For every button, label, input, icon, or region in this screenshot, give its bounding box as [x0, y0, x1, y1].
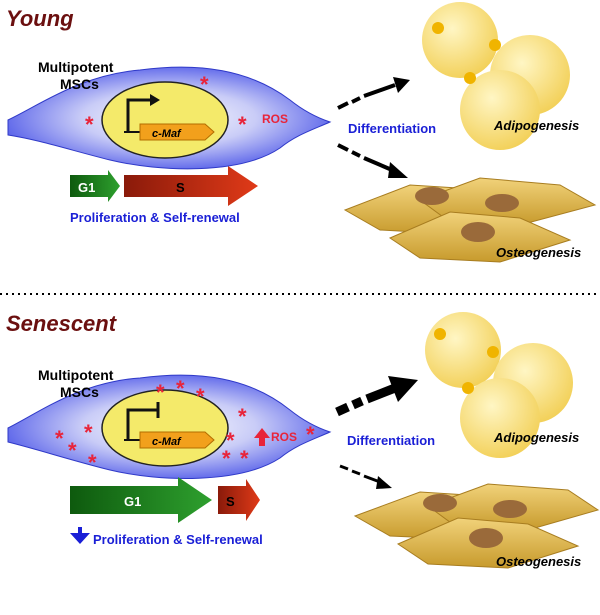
young-nucleus — [101, 81, 229, 159]
senescent-down-arrow-icon — [70, 527, 90, 544]
young-gene-label: c-Maf — [152, 128, 182, 140]
ros-asterisk-icon: * — [306, 422, 315, 447]
young-panel: Young Multipotent MSCs c-Maf * * * ROS G… — [6, 2, 597, 263]
senescent-heading: Senescent — [6, 311, 118, 336]
senescent-osteogenesis-label: Osteogenesis — [496, 554, 581, 569]
senescent-ros-label: ROS — [271, 430, 297, 444]
ros-asterisk-icon: * — [226, 428, 235, 453]
ros-asterisk-icon: * — [238, 112, 247, 137]
ros-asterisk-icon: * — [156, 380, 165, 405]
young-cell-label-line2: MSCs — [60, 76, 99, 92]
ros-asterisk-icon: * — [240, 446, 249, 471]
young-s-arrow — [124, 166, 258, 206]
senescent-gene-label: c-Maf — [152, 436, 182, 448]
young-g1-arrow — [70, 170, 120, 202]
ros-asterisk-icon: * — [88, 450, 97, 475]
senescent-osteocytes — [353, 483, 600, 569]
senescent-cell-label-line1: Multipotent — [38, 367, 114, 383]
senescent-s-arrow — [218, 479, 260, 521]
senescent-g1-label: G1 — [124, 494, 141, 509]
senescent-repression-icon — [126, 408, 158, 440]
young-adipocytes — [422, 2, 570, 150]
ros-asterisk-icon: * — [176, 376, 185, 401]
young-osteogenesis-label: Osteogenesis — [496, 245, 581, 260]
senescent-proliferation-label: Proliferation & Self-renewal — [93, 532, 263, 547]
young-differentiation-label: Differentiation — [348, 121, 436, 136]
senescent-panel: Senescent Multipotent MSCs c-Maf * * * *… — [6, 311, 600, 569]
ros-asterisk-icon: * — [84, 420, 93, 445]
senescent-gene-box — [139, 431, 215, 449]
young-cell-label-line1: Multipotent — [38, 59, 114, 75]
young-s-label: S — [176, 180, 185, 195]
young-proliferation-label: Proliferation & Self-renewal — [70, 210, 240, 225]
young-promoter-arrow-icon — [126, 98, 150, 132]
young-osteo-arrow — [337, 143, 408, 178]
senescent-s-label: S — [226, 494, 235, 509]
young-adipo-arrow — [337, 77, 410, 110]
senescent-differentiation-label: Differentiation — [347, 433, 435, 448]
young-osteocytes — [343, 177, 597, 263]
young-g1-label: G1 — [78, 180, 95, 195]
ros-asterisk-icon: * — [238, 404, 247, 429]
senescent-adipogenesis-label: Adipogenesis — [493, 430, 579, 445]
young-gene-box — [139, 123, 215, 141]
senescent-ros-up-arrow-icon — [254, 428, 270, 446]
young-heading: Young — [6, 6, 74, 31]
ros-asterisk-icon: * — [55, 426, 64, 451]
young-ros-label: ROS — [262, 112, 288, 126]
ros-asterisk-icon: * — [200, 72, 209, 97]
ros-asterisk-icon: * — [222, 446, 231, 471]
young-adipogenesis-label: Adipogenesis — [493, 118, 579, 133]
senescent-adipo-arrow — [335, 376, 418, 417]
ros-asterisk-icon: * — [85, 112, 94, 137]
senescent-ros-cluster: * * * * * * * * * * * * — [55, 376, 315, 475]
senescent-g1-arrow — [70, 477, 212, 523]
senescent-cell-label-line2: MSCs — [60, 384, 99, 400]
senescent-adipocytes — [425, 312, 573, 458]
senescent-osteo-arrow — [339, 464, 392, 489]
ros-asterisk-icon: * — [196, 384, 205, 409]
ros-asterisk-icon: * — [68, 438, 77, 463]
senescent-nucleus — [101, 389, 229, 467]
